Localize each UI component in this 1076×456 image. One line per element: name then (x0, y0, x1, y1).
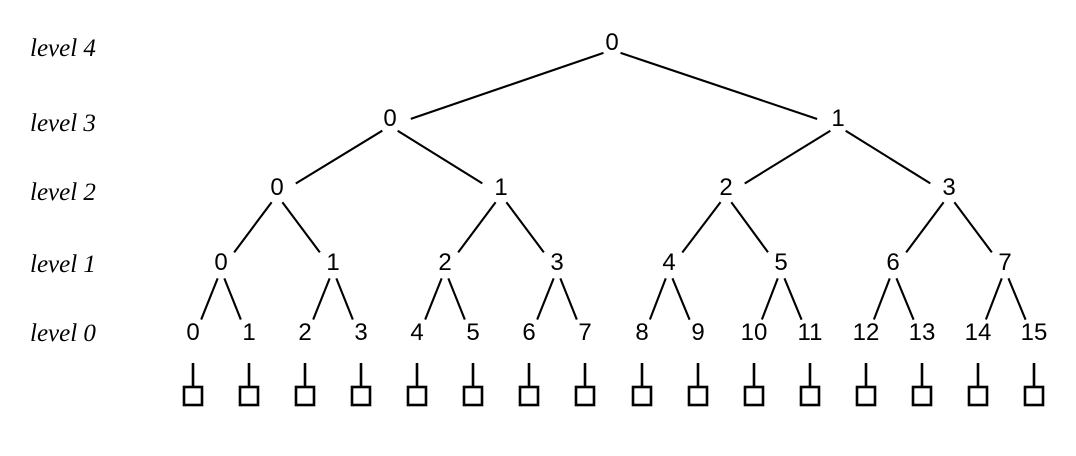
tree-edge (223, 277, 242, 320)
node-label-l1-5: 5 (774, 249, 787, 276)
leaf-label-12: 12 (853, 319, 880, 346)
tree-edge (505, 201, 545, 254)
tree-edge (760, 278, 779, 320)
tree-edge (872, 278, 891, 320)
tree-edge (281, 201, 321, 254)
node-label-l3-1: 1 (831, 105, 844, 132)
leaf-box-15 (1023, 385, 1045, 407)
leaf-label-8: 8 (635, 319, 648, 346)
leaf-label-9: 9 (691, 319, 704, 346)
node-label-l4-0: 0 (605, 29, 618, 56)
tree-edge (233, 201, 273, 254)
level-label-3: level 3 (30, 110, 96, 137)
leaf-label-14: 14 (965, 319, 992, 346)
leaf-label-11: 11 (798, 319, 823, 346)
leaf-box-4 (406, 385, 428, 407)
node-label-l1-3: 3 (550, 249, 563, 276)
level-labels-group: level 4 level 3 level 2 level 1 level 0 (30, 35, 96, 347)
level-label-0: level 0 (30, 320, 96, 347)
level-label-1: level 1 (30, 251, 96, 278)
tree-edge (559, 277, 578, 320)
leaf-box-1 (238, 385, 260, 407)
tree-edge (335, 277, 354, 320)
node-label-l2-3: 3 (942, 174, 955, 201)
leaf-box-5 (462, 385, 484, 407)
leaf-box-6 (518, 385, 540, 407)
leaf-label-1: 1 (242, 319, 255, 346)
node-label-l1-6: 6 (886, 249, 899, 276)
leaf-label-3: 3 (354, 319, 367, 346)
node-label-l1-1: 1 (326, 249, 339, 276)
level-label-2: level 2 (30, 179, 96, 206)
leaf-box-3 (350, 385, 372, 407)
leaf-label-7: 7 (578, 319, 591, 346)
tree-edge (744, 129, 831, 185)
node-label-l2-2: 2 (719, 174, 732, 201)
node-label-l1-2: 2 (438, 249, 451, 276)
leaf-label-0: 0 (186, 319, 199, 346)
node-label-l1-0: 0 (214, 249, 227, 276)
tree-edge (845, 129, 931, 185)
tree-edge (905, 201, 945, 254)
tree-edge (895, 277, 915, 321)
tree-edge (681, 201, 722, 254)
tree-edge (648, 278, 667, 320)
tree-edge (620, 51, 818, 120)
leaf-label-13: 13 (909, 319, 936, 346)
leaf-box-2 (294, 385, 316, 407)
tree-edges-group (200, 51, 1027, 321)
leaf-label-5: 5 (466, 319, 479, 346)
tree-edge (671, 277, 691, 321)
tree-edge (536, 277, 555, 320)
tree-edge (397, 129, 483, 185)
tree-edge (1007, 277, 1027, 321)
tree-edge (783, 277, 803, 321)
leaf-box-8 (631, 385, 653, 407)
leaf-box-13 (911, 385, 933, 407)
node-label-l3-0: 0 (383, 105, 396, 132)
tree-edge (410, 51, 604, 120)
leaf-box-11 (799, 385, 821, 407)
tree-edge (457, 201, 497, 254)
tree-edge (295, 129, 383, 185)
tree-edge (447, 277, 466, 320)
leaf-box-7 (574, 385, 596, 407)
node-label-l2-1: 1 (494, 174, 507, 201)
leaf-label-10: 10 (741, 319, 768, 346)
leaf-label-6: 6 (522, 319, 535, 346)
tree-edge (200, 277, 219, 320)
leaf-boxes-group (182, 363, 1045, 407)
level-label-4: level 4 (30, 35, 96, 62)
tree-edge (953, 201, 993, 254)
tree-edge (984, 278, 1003, 320)
tree-edge (312, 277, 331, 320)
leaf-label-15: 15 (1021, 319, 1048, 346)
leaf-label-2: 2 (298, 319, 311, 346)
leaf-box-12 (855, 385, 877, 407)
tree-edge (730, 201, 769, 253)
leaf-box-0 (182, 385, 204, 407)
leaf-label-4: 4 (410, 319, 423, 346)
leaf-box-9 (687, 385, 709, 407)
leaf-box-10 (743, 385, 765, 407)
node-label-l1-4: 4 (662, 249, 675, 276)
node-label-l1-7: 7 (998, 249, 1011, 276)
tree-edge (424, 277, 443, 320)
node-label-l2-0: 0 (270, 174, 283, 201)
leaf-box-14 (967, 385, 989, 407)
